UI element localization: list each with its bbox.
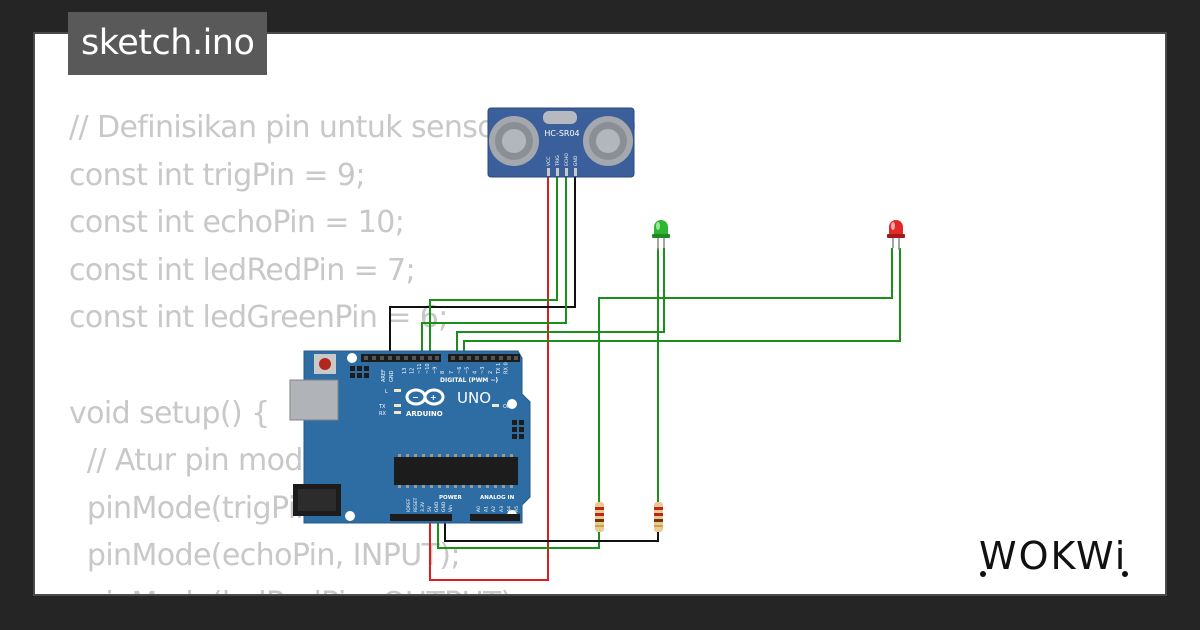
- code-line: const int echoPin = 10;: [69, 205, 405, 241]
- digital-pin-label: 13: [402, 368, 408, 374]
- digital-pin-label: ~11: [417, 363, 423, 374]
- power-pin-label: IOREF: [406, 498, 412, 512]
- analog-pin-label: A0: [476, 506, 482, 512]
- code-line: const int trigPin = 9;: [69, 157, 366, 193]
- power-pin-label: 3.3V: [420, 501, 426, 512]
- analog-label: ANALOG IN: [480, 495, 515, 501]
- digital-header-label: DIGITAL (PWM ~): [440, 377, 498, 384]
- digital-pin-label: 7: [449, 371, 455, 374]
- sensor-pin-label: VCC: [546, 157, 552, 166]
- board-model-label: UNO: [457, 389, 491, 407]
- wokwi-logo: WOKWi: [979, 534, 1128, 578]
- digital-header-left: [361, 354, 441, 362]
- analog-pin-label: A1: [484, 506, 490, 512]
- tx-led-label: TX: [378, 404, 386, 410]
- red-led[interactable]: [887, 220, 905, 250]
- power-pin-label: RESET: [413, 497, 419, 512]
- analog-pin-label: A4: [506, 506, 512, 512]
- code-line: const int ledRedPin = 7;: [69, 252, 416, 288]
- analog-pin-label: A2: [491, 506, 497, 512]
- wire-resistor-green-gnd: [444, 514, 659, 542]
- aref-label: AREF: [381, 369, 387, 382]
- wire-red-led: [463, 248, 901, 359]
- digital-pin-label: 4: [472, 371, 478, 374]
- digital-pin-label: 2: [488, 371, 494, 374]
- analog-pin-label: A5: [514, 506, 520, 512]
- analog-pin-label: A3: [499, 506, 505, 512]
- code-line: pinMode(echoPin, INPUT);: [69, 538, 461, 574]
- digital-pin-label: ~6: [457, 367, 463, 374]
- board-brand-label: ARDUINO: [406, 410, 443, 418]
- sensor-pin-label: GND: [573, 155, 579, 166]
- wokwi-logo-text: WOKWi: [979, 534, 1127, 578]
- wires: [389, 174, 901, 581]
- digital-pin-label: 12: [410, 368, 416, 374]
- sensor-pins: [547, 168, 577, 176]
- code-line: void setup() {: [69, 395, 270, 431]
- power-pin-label: 5V: [427, 505, 433, 512]
- sensor-pin-label: TRIG: [555, 155, 561, 167]
- power-pin-label: Vin: [448, 505, 454, 512]
- digital-pin-label: 8: [440, 371, 446, 374]
- green-led[interactable]: [652, 220, 670, 250]
- wire-vcc: [429, 174, 549, 581]
- digital-pin-label: TX 1: [496, 363, 502, 375]
- analog-header: [470, 514, 520, 521]
- code-line: pinMode(ledRedPin, OUTPUT);: [69, 580, 636, 594]
- digital-pin-label: RX 0: [504, 362, 510, 374]
- wire-green-led-b: [456, 248, 665, 359]
- l-led-label: L: [385, 389, 388, 395]
- svg-text:−: −: [412, 393, 419, 402]
- wire-echo: [421, 174, 567, 359]
- wire-trig: [429, 174, 558, 359]
- sensor-model-label: HC-SR04: [544, 129, 579, 138]
- wire-sensor-gnd: [389, 174, 576, 359]
- wire-green-led: [598, 248, 893, 502]
- on-led-label: ON: [503, 404, 511, 410]
- usb-port: [290, 380, 338, 420]
- file-tab-label: sketch.ino: [68, 12, 268, 75]
- digital-pin-label: ~10: [425, 363, 431, 374]
- microcontroller-chip: [394, 457, 518, 485]
- digital-pin-label: ~3: [480, 367, 486, 374]
- rx-led-label: RX: [379, 411, 386, 417]
- resistor-2[interactable]: [654, 502, 663, 532]
- svg-text:+: +: [430, 393, 437, 402]
- arduino-logo-icon: [405, 388, 445, 406]
- digital-pin-label: ~9: [432, 367, 438, 374]
- sensor-pin-label: ECHO: [564, 153, 570, 166]
- power-header: [390, 514, 452, 521]
- gnd-top-label: GND: [389, 370, 395, 382]
- power-pin-label: GND: [441, 501, 447, 512]
- power-pin-label: GND: [434, 501, 440, 512]
- resistor-1[interactable]: [595, 502, 604, 532]
- digital-pin-label: ~5: [465, 367, 471, 374]
- power-label: POWER: [439, 495, 463, 501]
